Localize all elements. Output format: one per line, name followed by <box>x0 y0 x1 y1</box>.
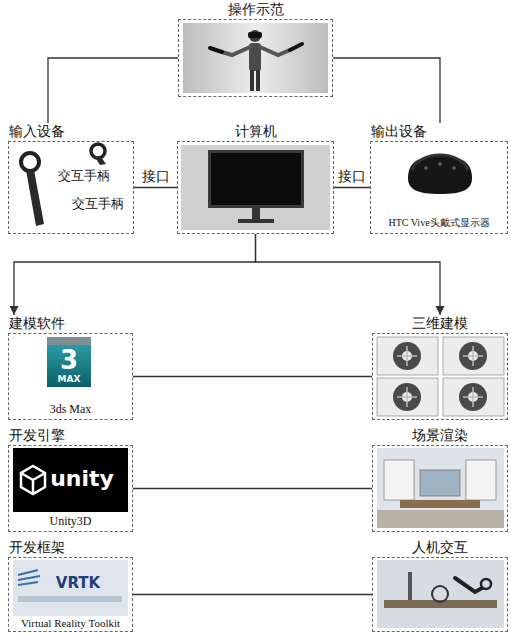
vrtk-logo <box>13 560 128 616</box>
3dsmax-logo <box>47 337 91 345</box>
dashed-border <box>177 141 334 234</box>
dashed-border <box>178 19 333 97</box>
logo-text: 3 <box>60 347 78 373</box>
connector-line <box>14 234 256 315</box>
interface-label: 接口 <box>337 169 367 185</box>
device-box: 计算机 <box>177 124 334 234</box>
controller-illustration <box>91 144 105 158</box>
headset-illustration <box>412 155 468 170</box>
monitor-illustration <box>252 208 260 220</box>
device-caption: 交互手柄 <box>58 169 110 184</box>
controller-illustration <box>26 170 44 226</box>
interaction-scene <box>377 560 504 628</box>
connector-line <box>334 187 370 188</box>
operator-photo <box>183 23 328 93</box>
operator-photo <box>248 32 262 38</box>
connector-line <box>333 58 440 123</box>
box-heading: 输出设备 <box>371 124 427 140</box>
monitor-illustration <box>208 150 304 208</box>
device-box: 场景渲染 <box>372 428 508 532</box>
operator-photo <box>260 47 290 55</box>
device-caption: Unity3D <box>50 515 92 529</box>
headset-illustration <box>438 162 442 166</box>
monitor-illustration <box>211 153 301 205</box>
unity-logo <box>21 473 45 494</box>
interaction-scene <box>481 579 491 589</box>
connector-line <box>133 376 372 377</box>
controller-illustration <box>21 153 39 171</box>
interaction-scene <box>408 572 412 600</box>
box-heading: 三维建模 <box>412 316 468 332</box>
device-caption: Virtual Reality Toolkit <box>21 617 120 630</box>
unity-logo <box>13 448 128 512</box>
dashed-border <box>372 557 508 632</box>
operator-photo <box>290 44 302 50</box>
connector-line <box>134 187 177 188</box>
vrtk-logo <box>18 596 122 602</box>
box-heading: 建模软件 <box>9 316 65 332</box>
box-heading: 操作示范 <box>228 2 284 18</box>
device-caption: 3ds Max <box>50 403 92 417</box>
scene-render <box>377 448 504 528</box>
logo-text: MAX <box>58 375 81 384</box>
device-box: 操作示范 <box>178 2 333 97</box>
wheel-models <box>377 337 504 416</box>
box-heading: 开发框架 <box>9 540 65 556</box>
monitor-illustration <box>181 145 330 230</box>
scene-render <box>466 460 496 500</box>
box-heading: 人机交互 <box>412 540 468 556</box>
device-caption: HTC Vive头戴式显示器 <box>388 217 489 229</box>
logo-text: unity <box>50 468 114 490</box>
box-heading: 计算机 <box>235 124 277 140</box>
interface-label: 接口 <box>141 169 171 185</box>
dashed-border <box>372 445 508 532</box>
headset-illustration <box>408 156 472 194</box>
headset-illustration <box>408 155 472 194</box>
headset-illustration <box>452 166 456 170</box>
interaction-scene <box>455 578 482 592</box>
monitor-illustration <box>181 145 330 230</box>
connector-line <box>133 488 372 489</box>
operator-photo <box>210 48 222 52</box>
device-box: 人机交互 <box>372 540 508 632</box>
device-box: 三维建模 <box>372 316 508 420</box>
box-heading: 场景渲染 <box>412 428 468 444</box>
scene-render <box>377 510 504 528</box>
3dsmax-logo <box>47 345 91 387</box>
unity-logo <box>21 466 45 494</box>
vrtk-logo <box>13 560 128 616</box>
scene-render <box>384 460 414 500</box>
device-caption: 交互手柄 <box>72 197 124 212</box>
scene-render <box>420 470 460 496</box>
scene-render <box>377 448 504 528</box>
operator-photo <box>256 70 260 91</box>
device-box: 输出设备 HTC Vive头戴式显示器 <box>370 124 508 234</box>
vrtk-logo <box>18 570 40 585</box>
interaction-scene <box>377 560 504 628</box>
operator-photo <box>183 23 328 93</box>
connector-line <box>256 234 441 315</box>
scene-render <box>400 500 480 508</box>
controller-illustration <box>95 157 106 165</box>
3dsmax-logo <box>47 337 91 387</box>
operator-photo <box>249 30 261 42</box>
box-heading: 开发引擎 <box>9 428 65 444</box>
monitor-illustration <box>238 219 274 223</box>
operator-photo <box>222 47 250 55</box>
box-heading: 输入设备 <box>9 124 65 140</box>
device-box: 输入设备交互手柄交互手柄 <box>8 124 134 234</box>
connector-line <box>133 594 372 595</box>
dashed-border <box>8 141 134 234</box>
wheel-models <box>397 346 483 407</box>
operator-photo <box>250 70 254 91</box>
controller-illustration <box>21 144 106 226</box>
logo-text: VRTK <box>56 576 100 591</box>
dashed-border <box>372 333 508 420</box>
unity-logo <box>13 448 128 512</box>
headset-illustration <box>424 166 428 170</box>
connector-line <box>48 58 178 123</box>
interaction-scene <box>432 586 448 602</box>
